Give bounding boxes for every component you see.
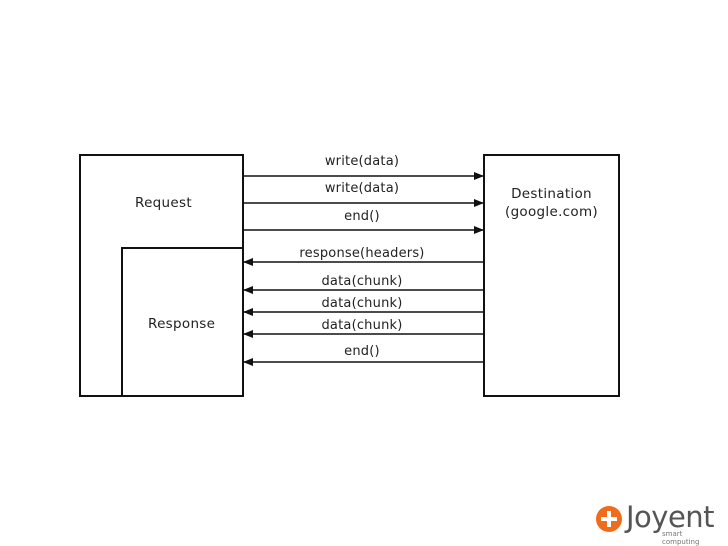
message-end-request: end(): [344, 209, 380, 224]
request-label: Request: [135, 195, 192, 211]
response-box: [121, 247, 244, 397]
message-data-chunk-3: data(chunk): [321, 318, 403, 333]
message-data-chunk-2: data(chunk): [321, 296, 403, 311]
response-label: Response: [148, 316, 216, 332]
message-write-2: write(data): [324, 181, 400, 196]
joyent-plus-icon: [596, 506, 622, 532]
destination-host-label: (google.com): [505, 204, 598, 220]
message-response-headers: response(headers): [299, 246, 425, 261]
joyent-logo: Joyent smart computing: [596, 500, 721, 546]
destination-box: [483, 154, 620, 397]
message-write-1: write(data): [324, 154, 400, 169]
message-data-chunk-1: data(chunk): [321, 274, 403, 289]
destination-label: Destination: [511, 186, 592, 202]
message-end-response: end(): [344, 344, 380, 359]
logo-tagline: smart computing: [662, 530, 700, 546]
logo-wordmark: Joyent: [626, 500, 715, 534]
